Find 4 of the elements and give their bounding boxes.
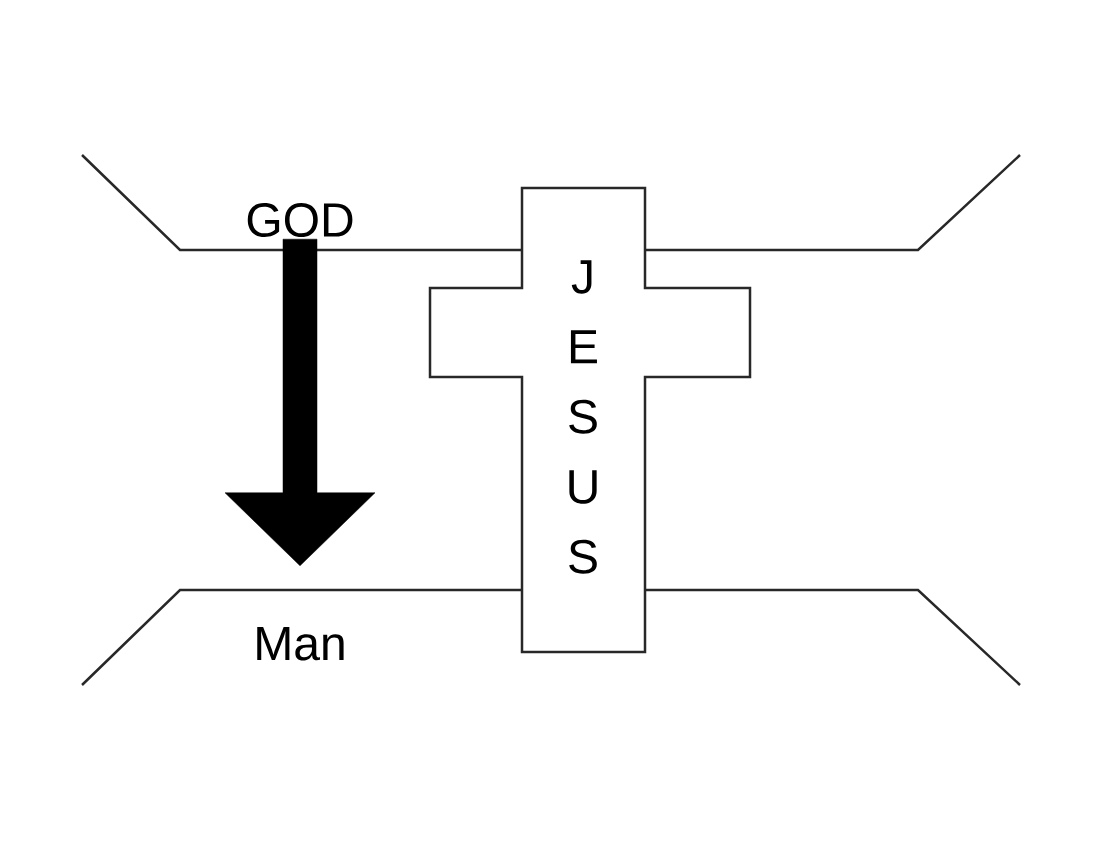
label-text: Man (257, 626, 344, 661)
label-text: GOD (247, 203, 353, 237)
arrow (224, 238, 376, 567)
cross: J E S U S (428, 186, 752, 654)
